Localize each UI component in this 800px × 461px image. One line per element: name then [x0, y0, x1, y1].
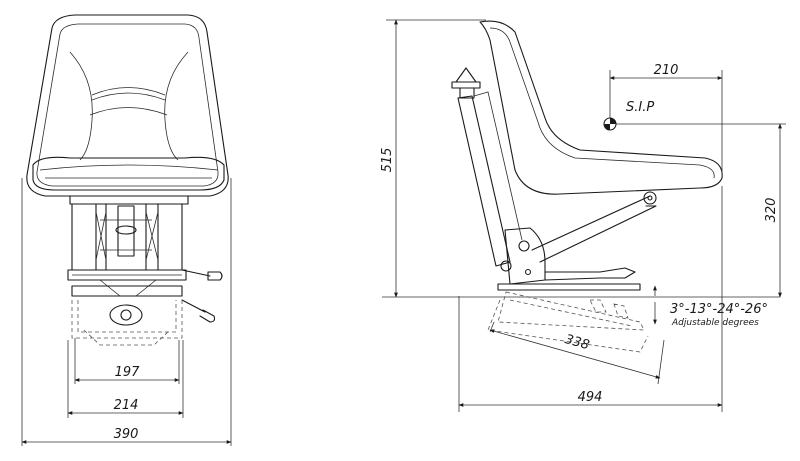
side-link-arm — [531, 195, 657, 263]
front-suspension-right — [157, 203, 183, 271]
dim-210-label: 210 — [654, 63, 679, 78]
dim-197: 197 — [74, 338, 180, 384]
dim-320-label: 320 — [764, 198, 779, 223]
front-backrest-contour — [69, 51, 189, 161]
front-swivel-bearing — [109, 304, 143, 326]
front-backrest-shell — [26, 14, 229, 197]
sip-marker: S.I.P — [603, 100, 654, 131]
front-damper-rod — [117, 205, 135, 257]
side-hinge-pin-a — [518, 240, 530, 252]
side-hinge-pin-c — [524, 268, 532, 276]
dim-214: 214 — [67, 340, 184, 418]
side-backrest-profile — [479, 20, 723, 195]
tilt-angle-annotation: 3°-13°-24°-26° Adjustable degrees — [653, 285, 768, 328]
dim-494-label: 494 — [578, 390, 603, 405]
side-base-rail — [497, 283, 641, 291]
dim-515: 515 — [380, 19, 780, 298]
side-slide-lever — [544, 267, 636, 281]
front-swivel-lever — [181, 299, 216, 323]
front-seat-cushion — [32, 156, 225, 191]
dim-197-label: 197 — [115, 365, 141, 380]
front-scissor-links — [95, 211, 159, 261]
front-damper-cap — [115, 225, 137, 235]
front-damper-housing — [105, 203, 147, 271]
side-spring-post — [457, 95, 511, 267]
front-base-plate — [69, 195, 189, 205]
front-weight-handle — [181, 269, 223, 281]
side-tilted-base — [487, 291, 649, 353]
dim-338: 338 — [489, 321, 665, 385]
side-headrest-knob — [451, 67, 481, 89]
sip-label: S.I.P — [626, 100, 654, 115]
dim-515-label: 515 — [380, 148, 395, 173]
front-backrest-inner — [36, 23, 219, 187]
dim-320: 320 — [616, 123, 786, 298]
dim-214-label: 214 — [114, 398, 139, 413]
front-view: 197 214 390 — [21, 14, 232, 446]
dim-390: 390 — [21, 178, 232, 446]
front-suspension-left — [71, 203, 97, 271]
side-hinge-bracket — [504, 227, 546, 285]
side-view: S.I.P 515 210 320 3°-13°-24°-26° Adj — [380, 19, 786, 412]
side-backrest-post — [459, 87, 475, 99]
side-tilted-handle — [589, 299, 629, 319]
tilt-caption-label: Adjustable degrees — [671, 318, 759, 328]
front-swivel-base — [71, 285, 183, 297]
front-tilt-outline — [71, 300, 183, 346]
side-backrest-inner — [489, 27, 715, 179]
side-hinge-pin-b — [500, 260, 512, 272]
side-spring-tube — [473, 91, 523, 241]
dim-494: 494 — [458, 186, 723, 412]
front-swivel-bolt — [120, 309, 132, 321]
dim-210: 210 — [609, 63, 723, 176]
tilt-angles-label: 3°-13°-24°-26° — [670, 302, 768, 317]
side-pivot-upper — [643, 191, 657, 205]
front-slide-rail — [67, 269, 187, 281]
side-pivot-upper-inner — [647, 195, 653, 201]
dim-390-label: 390 — [114, 427, 139, 442]
dim-338-label: 338 — [563, 332, 591, 353]
front-seat-cushion-seam — [39, 164, 219, 179]
